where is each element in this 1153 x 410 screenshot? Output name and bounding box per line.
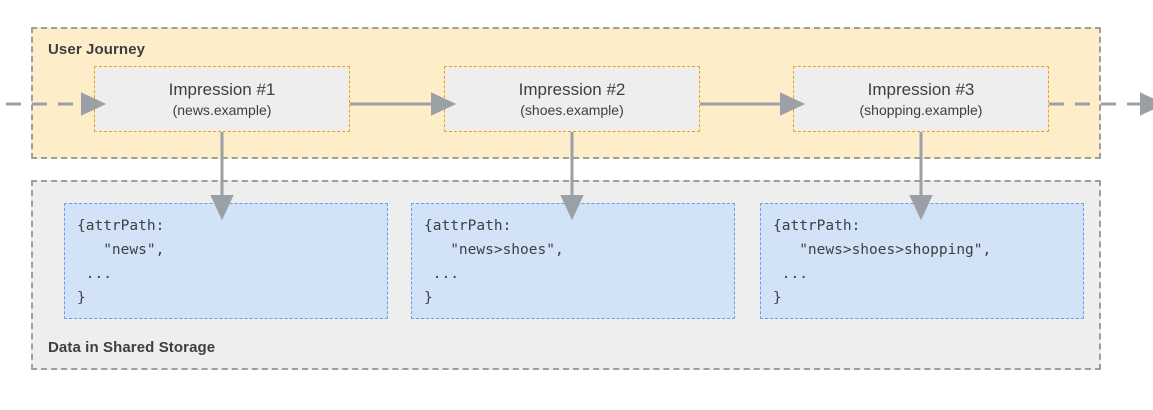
storage-record-code: {attrPath: "news>shoes", ... } [424, 214, 734, 310]
impression-subtitle: (shopping.example) [859, 101, 983, 118]
storage-record-line-1: {attrPath: [424, 218, 512, 234]
impression-box-2: Impression #2 (shoes.example) [444, 66, 700, 132]
storage-record-line-3: ... [424, 266, 459, 282]
storage-record-code: {attrPath: "news", ... } [77, 214, 387, 310]
impression-title: Impression #1 [168, 79, 276, 99]
impression-subtitle: (news.example) [172, 101, 272, 118]
storage-record-line-1: {attrPath: [77, 218, 165, 234]
impression-subtitle: (shoes.example) [520, 101, 624, 118]
storage-record-line-1: {attrPath: [773, 218, 861, 234]
storage-record-line-3: ... [773, 266, 808, 282]
storage-record-line-3: ... [77, 266, 112, 282]
storage-record-line-2: "news>shoes>shopping", [773, 242, 992, 258]
impression-title: Impression #3 [867, 79, 975, 99]
storage-record-line-2: "news", [77, 242, 165, 258]
storage-record-box-1: {attrPath: "news", ... } [64, 203, 388, 319]
storage-record-line-4: } [77, 290, 86, 306]
storage-record-line-2: "news>shoes", [424, 242, 564, 258]
storage-record-code: {attrPath: "news>shoes>shopping", ... } [773, 214, 1083, 310]
storage-record-box-2: {attrPath: "news>shoes", ... } [411, 203, 735, 319]
impression-title: Impression #2 [518, 79, 626, 99]
impression-box-3: Impression #3 (shopping.example) [793, 66, 1049, 132]
storage-record-line-4: } [424, 290, 433, 306]
storage-record-line-4: } [773, 290, 782, 306]
storage-record-box-3: {attrPath: "news>shoes>shopping", ... } [760, 203, 1084, 319]
user-journey-label: User Journey [48, 41, 146, 58]
impression-box-1: Impression #1 (news.example) [94, 66, 350, 132]
shared-storage-label: Data in Shared Storage [48, 339, 216, 356]
